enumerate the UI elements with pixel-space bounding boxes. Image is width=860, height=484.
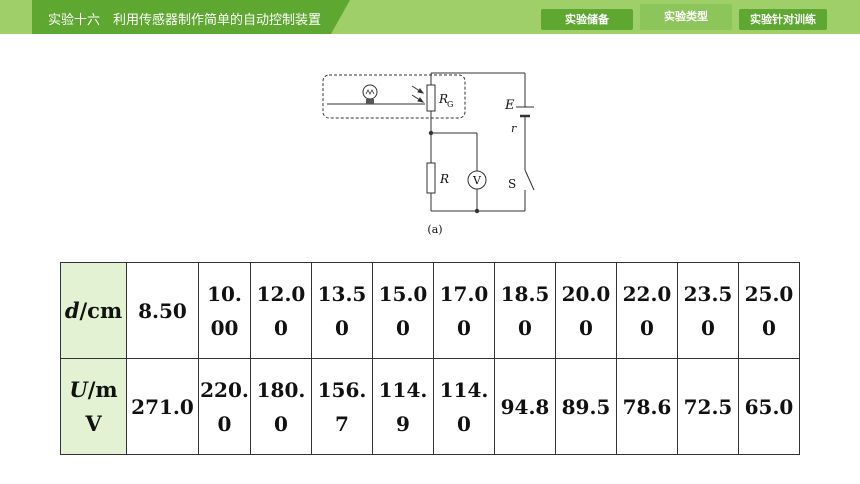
cell-u-0: 271.0	[126, 358, 199, 455]
circuit-wires	[430, 72, 526, 212]
cell-u-9: 72.5	[677, 358, 739, 455]
voltmeter-icon	[467, 170, 487, 190]
figure-caption: (a)	[427, 223, 442, 236]
cell-d-7: 20.0 0	[555, 262, 617, 359]
page-title: 实验十六 利用传感器制作简单的自动控制装置	[48, 13, 322, 28]
cell-u-7: 89.5	[555, 358, 617, 455]
voltmeter-label: V	[472, 174, 482, 187]
photoresistor-rg	[426, 84, 436, 112]
emf-label: E	[504, 98, 515, 113]
cell-d-3: 13.5 0	[311, 262, 373, 359]
cell-d-5: 17.0 0	[433, 262, 495, 359]
cell-d-4: 15.0 0	[372, 262, 434, 359]
cell-u-2: 180. 0	[250, 358, 312, 455]
switch-lever	[524, 169, 535, 191]
cell-d-2: 12.0 0	[250, 262, 312, 359]
cell-u-5: 114. 0	[433, 358, 495, 455]
cell-d-9: 23.5 0	[677, 262, 739, 359]
light-enclosure-dashed-box	[322, 74, 466, 119]
row-header-d: d/cm	[60, 262, 127, 359]
r-label: R	[439, 172, 449, 186]
cell-d-1: 10. 00	[198, 262, 251, 359]
row-header-u: U/m V	[60, 358, 127, 455]
tab-experiment-type[interactable]: 实验类型	[640, 4, 732, 30]
rg-label: R	[438, 92, 448, 106]
cell-d-8: 22.0 0	[616, 262, 678, 359]
cell-d-6: 18.5 0	[494, 262, 556, 359]
data-table: d/cm 8.50 10. 00 12.0 0 13.5 0 15.0 0 17…	[60, 262, 800, 455]
light-bulb-icon	[362, 84, 378, 104]
circuit-diagram: R G R V E r S (a)	[322, 72, 535, 236]
switch-label: S	[508, 177, 516, 191]
table-row-d: d/cm 8.50 10. 00 12.0 0 13.5 0 15.0 0 17…	[60, 262, 800, 359]
cell-d-0: 8.50	[126, 262, 199, 359]
tab-targeted-training[interactable]: 实验针对训练	[739, 9, 827, 30]
cell-u-1: 220. 0	[198, 358, 251, 455]
cell-u-3: 156. 7	[311, 358, 373, 455]
resistor-r	[426, 162, 436, 194]
cell-u-4: 114. 9	[372, 358, 434, 455]
table-row-u: U/m V 271.0 220. 0 180. 0 156. 7 114. 9 …	[60, 358, 800, 455]
cell-u-8: 78.6	[616, 358, 678, 455]
cell-u-10: 65.0	[738, 358, 800, 455]
light-arrows-icon	[411, 85, 425, 103]
cell-u-6: 94.8	[494, 358, 556, 455]
cell-d-10: 25.0 0	[738, 262, 800, 359]
header-title-panel	[32, 0, 350, 34]
tab-experiment-preparation[interactable]: 实验储备	[541, 9, 633, 30]
junction-dot	[474, 208, 480, 214]
rg-subscript: G	[447, 100, 453, 109]
junction-dot	[428, 130, 434, 136]
internal-resistance-label: r	[511, 122, 517, 135]
